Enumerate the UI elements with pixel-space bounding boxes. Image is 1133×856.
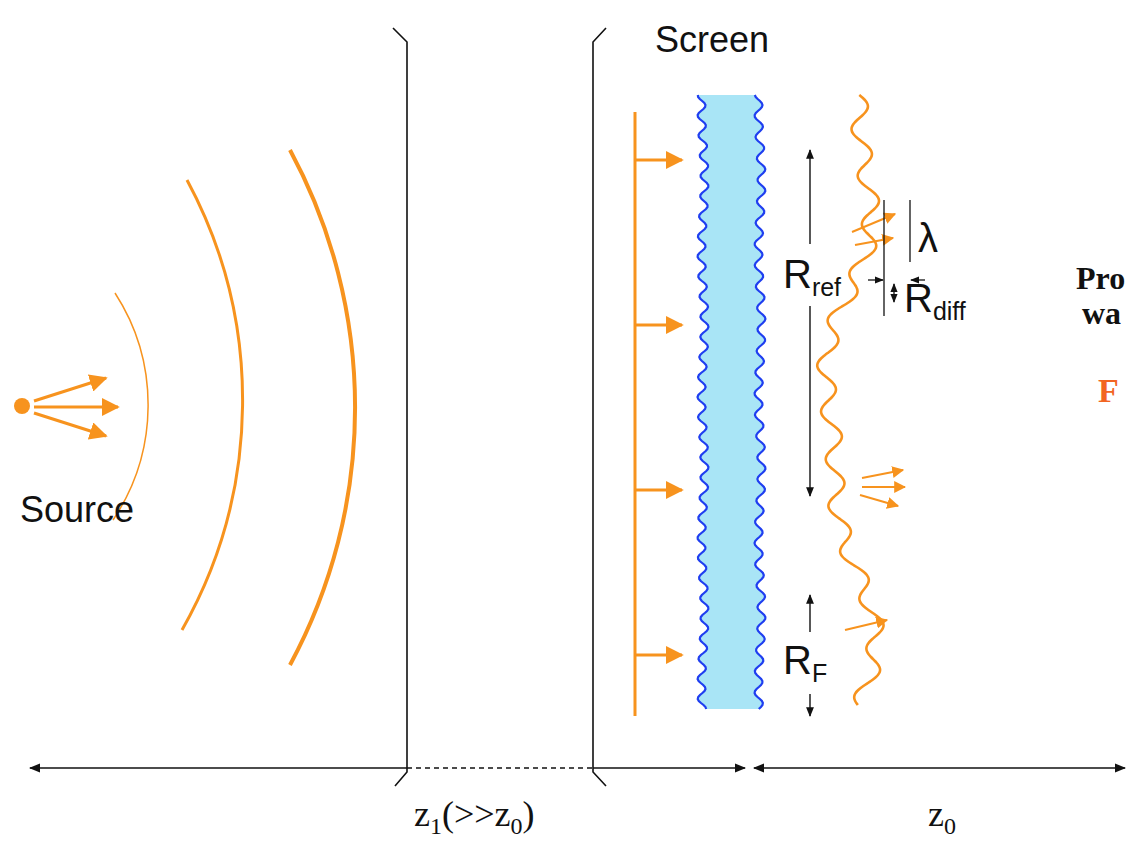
distance-text: (>>z xyxy=(442,796,511,832)
refraction-scale-arrow xyxy=(809,150,810,496)
subscript: diff xyxy=(933,299,966,324)
spherical-wavefronts xyxy=(113,150,355,665)
corrugated-wavefront xyxy=(817,95,883,705)
scattered-rays xyxy=(845,214,905,630)
phase-screen xyxy=(698,95,766,709)
subscript: 1 xyxy=(430,814,442,838)
distance-axis xyxy=(30,767,1125,769)
source-rays xyxy=(34,378,118,436)
wavelength-symbol: λ xyxy=(918,218,938,258)
subscript: F xyxy=(812,661,827,686)
cut-off-title: Pro xyxy=(1076,262,1125,294)
screen-edge xyxy=(698,95,709,709)
subscript: 0 xyxy=(511,814,523,838)
distance-break-lines xyxy=(393,28,606,786)
symbol: R xyxy=(783,640,812,680)
symbol: R xyxy=(783,254,812,294)
symbol: R xyxy=(904,278,933,318)
point-source xyxy=(14,398,30,414)
screen-edge xyxy=(755,95,766,709)
plane-wavefront xyxy=(634,112,637,716)
screen-label: Screen xyxy=(655,22,769,58)
distance-text: ) xyxy=(523,796,535,832)
source-label: Source xyxy=(20,492,134,528)
cut-off-title: wa xyxy=(1082,297,1121,329)
plane-wave-arrows xyxy=(635,160,682,655)
distance-symbol: z xyxy=(928,796,944,832)
subscript: ref xyxy=(812,275,841,300)
distance-symbol: z xyxy=(414,796,430,832)
cut-off-title: F xyxy=(1098,374,1119,408)
subscript: 0 xyxy=(944,814,956,838)
